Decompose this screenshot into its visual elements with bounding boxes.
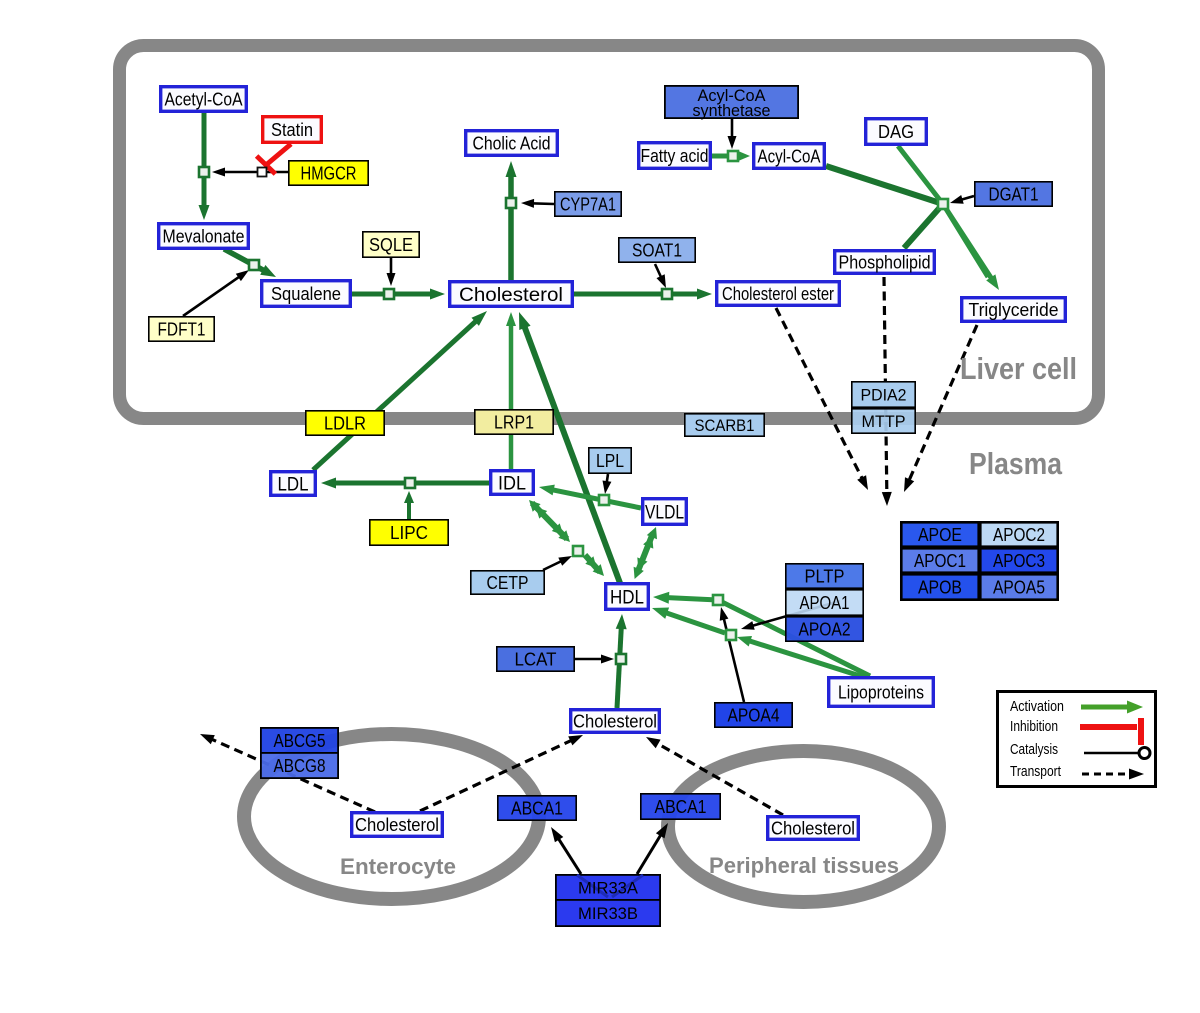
svg-text:Acetyl-CoA: Acetyl-CoA (165, 90, 243, 110)
svg-text:Liver cell: Liver cell (960, 351, 1077, 386)
svg-text:Plasma: Plasma (969, 446, 1063, 481)
svg-text:Enterocyte: Enterocyte (340, 854, 456, 879)
svg-text:APOC1: APOC1 (914, 551, 966, 571)
svg-text:ABCA1: ABCA1 (511, 799, 563, 819)
svg-text:IDL: IDL (498, 473, 526, 494)
svg-text:MTTP: MTTP (862, 412, 906, 431)
svg-text:ABCA1: ABCA1 (655, 797, 707, 817)
svg-text:Acyl-CoA: Acyl-CoA (758, 147, 821, 167)
svg-text:Fatty acid: Fatty acid (641, 146, 709, 166)
svg-text:HDL: HDL (610, 587, 644, 608)
svg-text:FDFT1: FDFT1 (158, 320, 206, 340)
svg-text:Cholic Acid: Cholic Acid (473, 134, 551, 154)
svg-text:ABCG8: ABCG8 (274, 756, 326, 776)
svg-text:Peripheral tissues: Peripheral tissues (709, 853, 899, 878)
svg-text:Statin: Statin (271, 120, 313, 140)
svg-text:SOAT1: SOAT1 (632, 241, 682, 261)
svg-text:DGAT1: DGAT1 (989, 185, 1039, 205)
svg-text:Cholesterol: Cholesterol (459, 285, 563, 306)
svg-text:APOA1: APOA1 (800, 593, 850, 613)
svg-text:APOE: APOE (918, 525, 962, 545)
svg-text:Activation: Activation (1010, 698, 1064, 715)
svg-text:VLDL: VLDL (645, 502, 684, 523)
svg-text:LDL: LDL (278, 474, 309, 495)
svg-text:LCAT: LCAT (515, 650, 557, 670)
svg-text:PDIA2: PDIA2 (861, 386, 907, 405)
svg-text:MIR33B: MIR33B (578, 904, 638, 923)
svg-text:Acyl-CoA: Acyl-CoA (698, 86, 767, 105)
svg-text:LRP1: LRP1 (494, 413, 534, 433)
svg-text:Inhibition: Inhibition (1010, 718, 1058, 735)
svg-text:Triglyceride: Triglyceride (969, 300, 1059, 320)
svg-text:synthetase: synthetase (693, 101, 771, 120)
svg-text:APOA4: APOA4 (728, 706, 780, 726)
svg-text:MIR33A: MIR33A (578, 879, 639, 898)
svg-text:APOC3: APOC3 (993, 551, 1045, 571)
svg-text:Squalene: Squalene (271, 284, 341, 304)
svg-text:LPL: LPL (596, 451, 624, 471)
svg-text:HMGCR: HMGCR (301, 164, 357, 184)
svg-text:APOA2: APOA2 (799, 620, 851, 640)
svg-text:APOB: APOB (918, 578, 962, 598)
svg-text:DAG: DAG (878, 122, 914, 142)
svg-text:Phospholipid: Phospholipid (839, 253, 931, 273)
svg-text:Mevalonate: Mevalonate (163, 227, 245, 247)
svg-text:APOC2: APOC2 (993, 525, 1045, 545)
svg-text:CETP: CETP (487, 573, 529, 593)
svg-text:Cholesterol: Cholesterol (355, 815, 439, 835)
svg-text:Transport: Transport (1010, 763, 1062, 780)
svg-text:LIPC: LIPC (390, 523, 428, 543)
svg-text:Lipoproteins: Lipoproteins (838, 683, 924, 703)
svg-text:PLTP: PLTP (805, 567, 845, 587)
svg-text:SQLE: SQLE (369, 235, 413, 255)
svg-text:Cholesterol: Cholesterol (573, 712, 657, 732)
svg-text:Cholesterol: Cholesterol (771, 819, 855, 839)
svg-text:APOA5: APOA5 (993, 578, 1045, 598)
svg-text:LDLR: LDLR (324, 414, 366, 434)
svg-text:SCARB1: SCARB1 (695, 416, 755, 435)
svg-text:Catalysis: Catalysis (1010, 741, 1058, 758)
svg-text:ABCG5: ABCG5 (274, 731, 326, 751)
svg-text:CYP7A1: CYP7A1 (560, 195, 616, 215)
svg-text:Cholesterol ester: Cholesterol ester (722, 284, 834, 304)
